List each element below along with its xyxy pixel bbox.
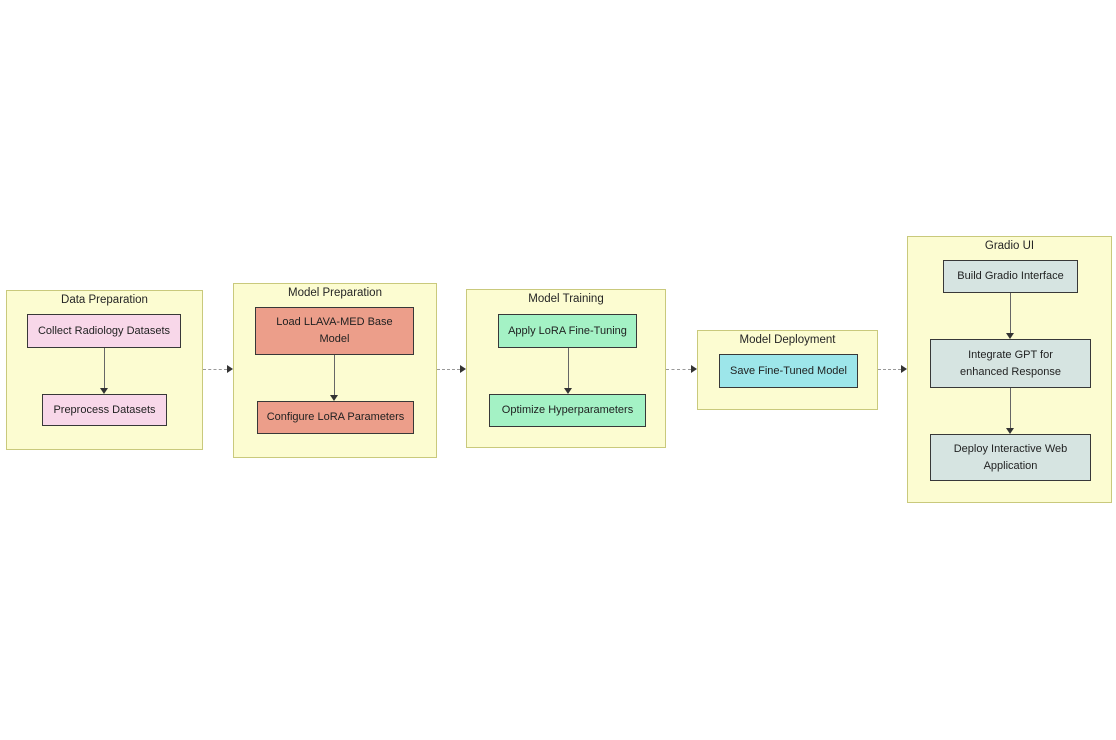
dashed-arrow-right-head-icon bbox=[901, 365, 907, 373]
arrow-down-head-icon bbox=[330, 395, 338, 401]
group-model-deployment: Model Deployment Save Fine-Tuned Model bbox=[697, 330, 878, 410]
node-load-llava-med-base-model: Load LLAVA-MED Base Model bbox=[255, 307, 414, 355]
node-apply-lora-fine-tuning: Apply LoRA Fine-Tuning bbox=[498, 314, 637, 348]
arrow-down bbox=[334, 355, 335, 395]
dashed-arrow-right bbox=[878, 369, 901, 370]
arrow-down bbox=[568, 348, 569, 388]
arrow-down bbox=[1010, 388, 1011, 428]
group-title-model-training: Model Training bbox=[528, 293, 604, 305]
node-preprocess-datasets: Preprocess Datasets bbox=[42, 394, 167, 426]
node-label: Apply LoRA Fine-Tuning bbox=[508, 324, 627, 337]
node-label: Load LLAVA-MED Base Model bbox=[276, 316, 393, 345]
node-label: Configure LoRA Parameters bbox=[266, 411, 405, 423]
dashed-arrow-right bbox=[437, 369, 460, 370]
node-label: Collect Radiology Datasets bbox=[37, 324, 171, 337]
group-title-model-preparation: Model Preparation bbox=[288, 287, 382, 299]
dashed-arrow-right bbox=[666, 369, 691, 370]
node-label: Deploy Interactive Web Application bbox=[953, 442, 1068, 472]
group-title-data-preparation: Data Preparation bbox=[61, 294, 148, 306]
arrow-down bbox=[1010, 293, 1011, 333]
arrow-down-head-icon bbox=[1006, 333, 1014, 339]
node-label: Preprocess Datasets bbox=[53, 403, 156, 416]
node-save-fine-tuned-model: Save Fine-Tuned Model bbox=[719, 354, 858, 388]
arrow-down-head-icon bbox=[100, 388, 108, 394]
arrow-down-head-icon bbox=[1006, 428, 1014, 434]
node-build-gradio-interface: Build Gradio Interface bbox=[943, 260, 1078, 293]
group-title-model-deployment: Model Deployment bbox=[739, 334, 836, 346]
node-label: Optimize Hyperparameters bbox=[501, 404, 634, 416]
node-optimize-hyperparameters: Optimize Hyperparameters bbox=[489, 394, 646, 427]
node-integrate-gpt-for-enhanced-response: Integrate GPT for enhanced Response bbox=[930, 339, 1091, 388]
group-title-gradio-ui: Gradio UI bbox=[984, 240, 1035, 252]
arrow-down-head-icon bbox=[564, 388, 572, 394]
arrow-down bbox=[104, 348, 105, 388]
dashed-arrow-right-head-icon bbox=[691, 365, 697, 373]
node-collect-radiology-datasets: Collect Radiology Datasets bbox=[27, 314, 181, 348]
group-model-training: Model Training Apply LoRA Fine-Tuning Op… bbox=[466, 289, 666, 448]
node-label: Save Fine-Tuned Model bbox=[730, 364, 847, 377]
group-data-preparation: Data Preparation Collect Radiology Datas… bbox=[6, 290, 203, 450]
dashed-arrow-right bbox=[203, 369, 227, 370]
group-gradio-ui: Gradio UI Build Gradio Interface Integra… bbox=[907, 236, 1112, 503]
node-deploy-interactive-web-application: Deploy Interactive Web Application bbox=[930, 434, 1091, 481]
group-model-preparation: Model Preparation Load LLAVA-MED Base Mo… bbox=[233, 283, 437, 458]
node-label: Build Gradio Interface bbox=[957, 270, 1064, 282]
dashed-arrow-right-head-icon bbox=[460, 365, 466, 373]
node-label: Integrate GPT for enhanced Response bbox=[960, 348, 1061, 378]
dashed-arrow-right-head-icon bbox=[227, 365, 233, 373]
node-configure-lora-parameters: Configure LoRA Parameters bbox=[257, 401, 414, 434]
